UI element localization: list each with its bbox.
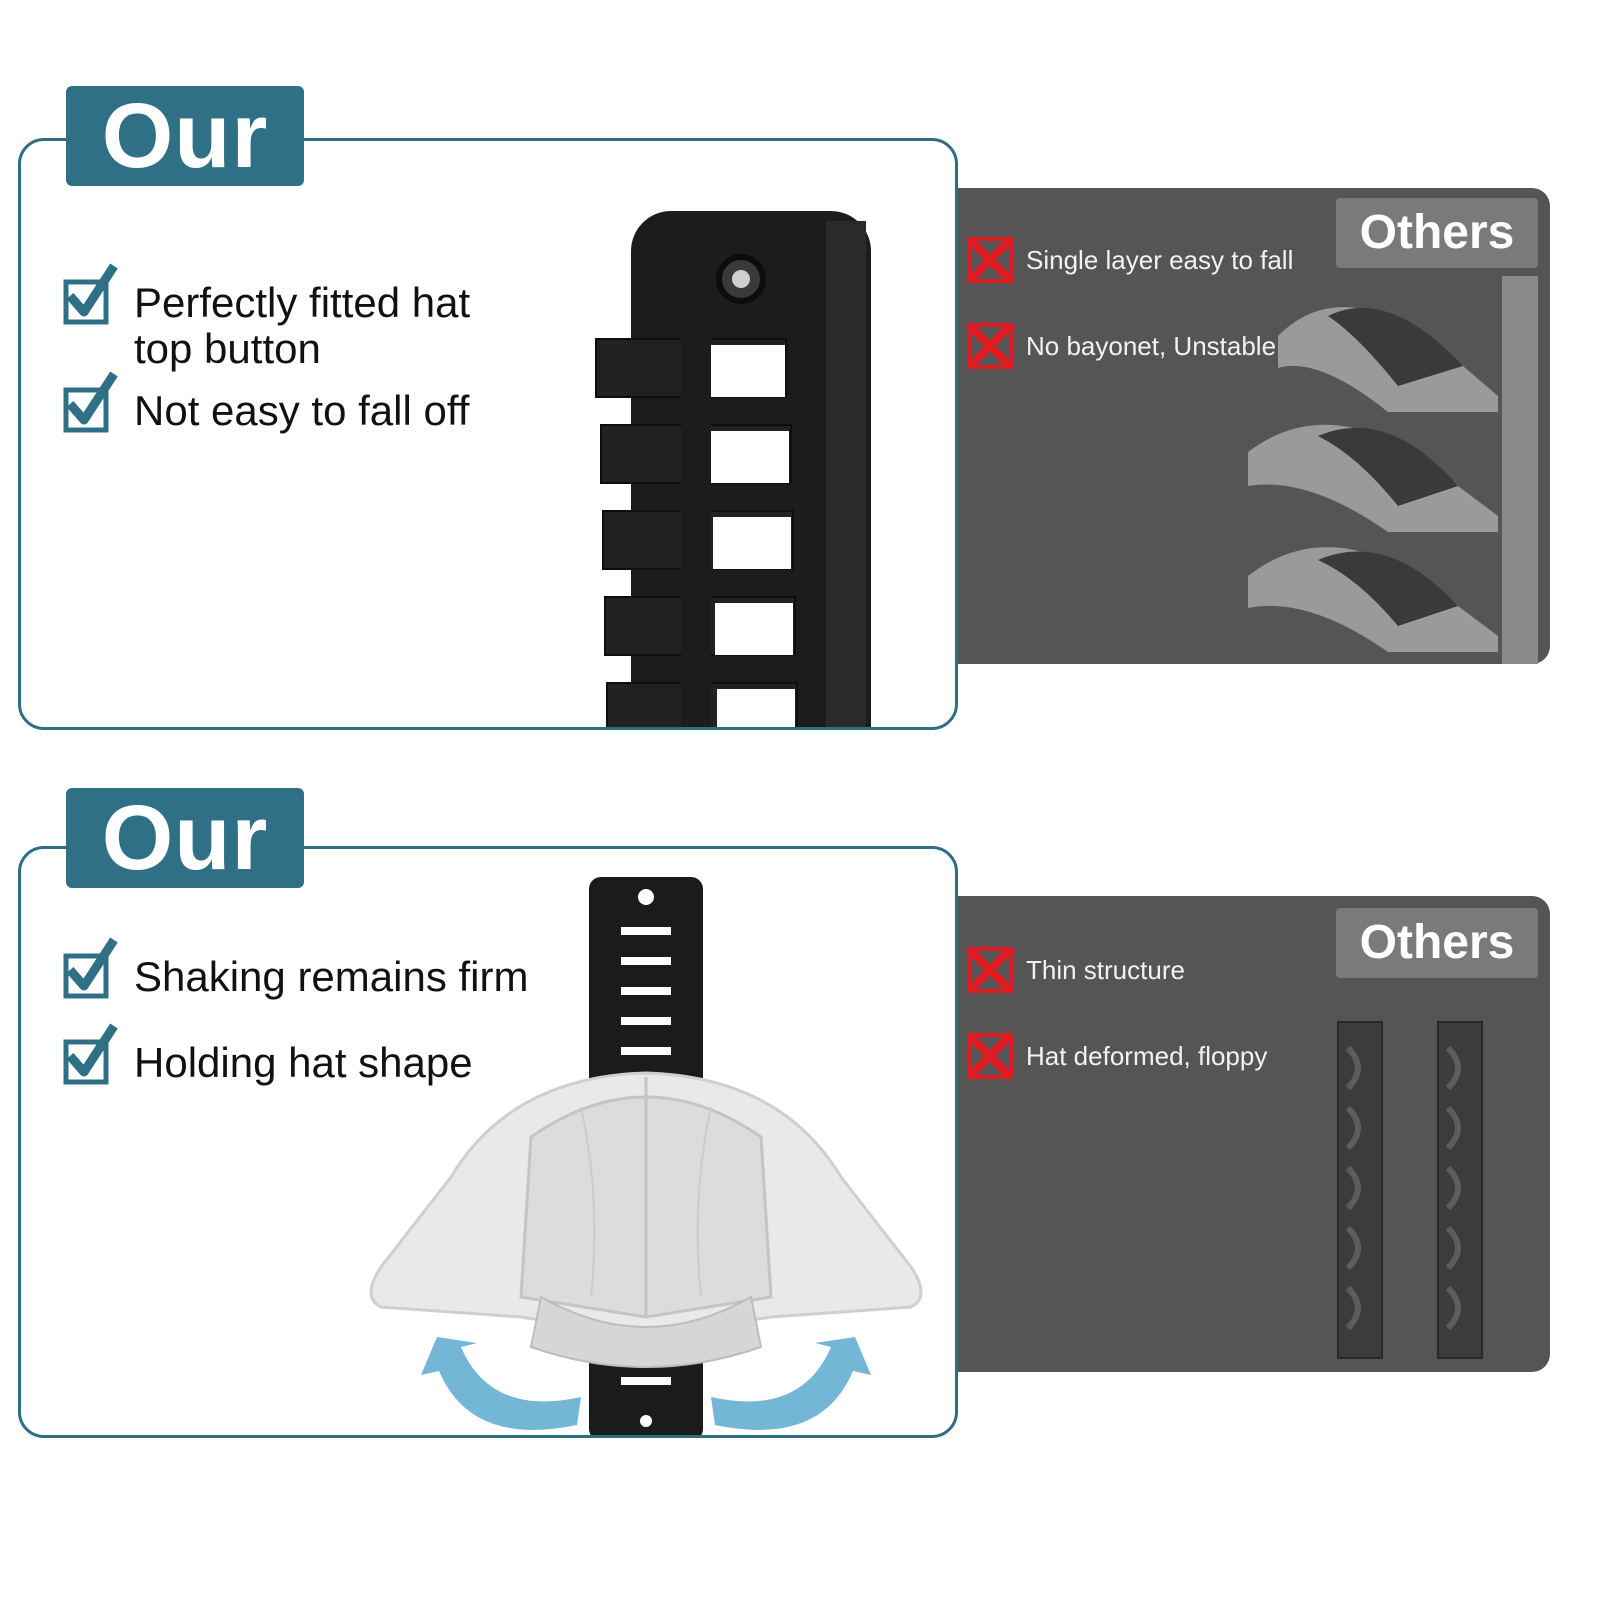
red-cross-icon [967, 1033, 1013, 1079]
red-cross-icon [967, 237, 1013, 283]
others-thin-strip-image [1337, 1021, 1483, 1359]
hat-rack-closeup-image [595, 211, 871, 727]
checkbox-check-icon [63, 937, 118, 999]
feature-text: Not easy to fall off [134, 387, 470, 434]
feature-item: Not easy to fall off [62, 370, 532, 436]
others-label-top: Others [1336, 198, 1538, 268]
feature-text: Holding hat shape [134, 1039, 473, 1086]
our-card-bottom [18, 846, 958, 1438]
our-label-bottom: Our [66, 788, 304, 888]
others-label-bottom: Others [1336, 908, 1538, 978]
red-cross-icon [967, 323, 1013, 369]
feature-item: Perfectly fitted hat top button [62, 262, 532, 372]
feature-item: Holding hat shape [62, 1022, 582, 1088]
feature-text: Perfectly fitted hat top button [134, 279, 471, 372]
others-single-layer-hooks-image [1248, 276, 1538, 664]
red-cross-icon [967, 947, 1013, 993]
con-text: No bayonet, Unstable [1026, 330, 1277, 361]
hat-on-rack-image [369, 877, 923, 1435]
checkbox-check-icon [63, 263, 118, 325]
feature-text: Shaking remains firm [134, 953, 529, 1000]
con-item: Thin structure [966, 946, 1185, 994]
con-text: Thin structure [1026, 954, 1185, 985]
con-item: No bayonet, Unstable [966, 322, 1276, 370]
con-text: Single layer easy to fall [1026, 244, 1294, 275]
feature-item: Shaking remains firm [62, 936, 582, 1002]
con-text: Hat deformed, floppy [1026, 1040, 1268, 1071]
con-item: Hat deformed, floppy [966, 1032, 1267, 1080]
our-card-top [18, 138, 958, 730]
con-item: Single layer easy to fall [966, 236, 1293, 284]
checkbox-check-icon [63, 371, 118, 433]
our-label-top: Our [66, 86, 304, 186]
checkbox-check-icon [63, 1023, 118, 1085]
